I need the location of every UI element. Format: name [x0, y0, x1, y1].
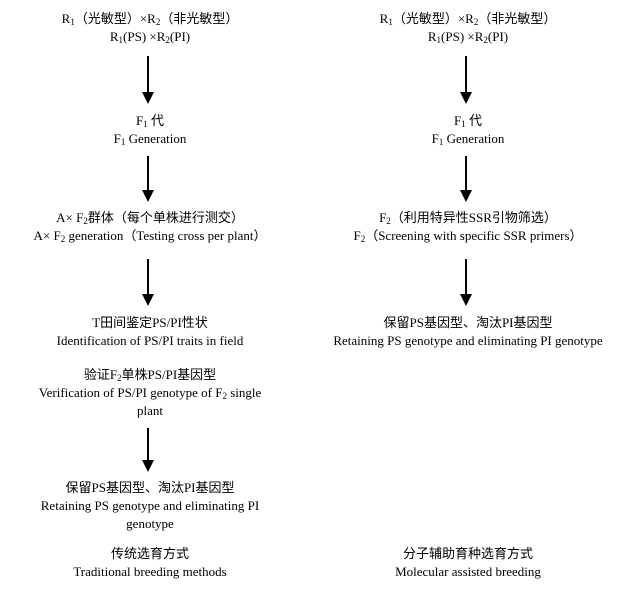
right-cross-node: R1（光敏型）×R2（非光敏型） R1(PS) ×R2(PI): [358, 10, 578, 46]
right-arrow-3: [460, 259, 472, 306]
left-f1-node: F1 代 F1 Generation: [50, 112, 250, 148]
right-f1-cn: F1 代: [454, 113, 482, 129]
right-retain-en: Retaining PS genotype and eliminating PI…: [333, 333, 603, 348]
left-field-node: T田间鉴定PS/PI性状 Identification of PS/PI tra…: [30, 314, 270, 350]
left-f1-cn: F1 代: [136, 113, 164, 129]
left-arrow-1: [142, 56, 154, 104]
left-f2-cn: A× F2群体（每个单株进行测交）: [56, 210, 244, 226]
left-retain-node: 保留PS基因型、淘汰PI基因型 Retaining PS genotype an…: [10, 479, 290, 533]
left-method-node: 传统选育方式 Traditional breeding methods: [40, 545, 260, 581]
left-verify-cn: 验证F2单株PS/PI基因型: [83, 367, 217, 383]
left-method-cn: 传统选育方式: [110, 546, 189, 561]
right-retain-cn: 保留PS基因型、淘汰PI基因型: [383, 315, 553, 330]
right-method-node: 分子辅助育种选育方式 Molecular assisted breeding: [358, 545, 578, 581]
right-method-cn: 分子辅助育种选育方式: [402, 546, 533, 561]
right-f1-node: F1 代 F1 Generation: [368, 112, 568, 148]
left-retain-cn: 保留PS基因型、淘汰PI基因型: [65, 480, 235, 495]
right-retain-node: 保留PS基因型、淘汰PI基因型 Retaining PS genotype an…: [301, 314, 635, 350]
right-arrow-2: [460, 156, 472, 202]
left-retain-en-line1: Retaining PS genotype and eliminating PI: [40, 498, 260, 513]
left-cross-en: R1(PS) ×R2(PI): [109, 29, 191, 45]
left-cross-node: R1（光敏型）×R2（非光敏型） R1(PS) ×R2(PI): [40, 10, 260, 46]
left-field-en: Identification of PS/PI traits in field: [56, 333, 244, 348]
left-verify-en-line1: Verification of PS/PI genotype of F2 sin…: [38, 385, 262, 401]
right-cross-en: R1(PS) ×R2(PI): [427, 29, 509, 45]
left-verify-en-line2: plant: [137, 403, 163, 418]
left-f1-en: F1 Generation: [113, 131, 187, 147]
left-verify-node: 验证F2单株PS/PI基因型 Verification of PS/PI gen…: [10, 366, 290, 420]
right-f2-en: F2（Screening with specific SSR primers）: [353, 228, 583, 244]
right-f2-node: F2（利用特异性SSR引物筛选） F2（Screening with speci…: [318, 209, 618, 245]
right-cross-cn: R1（光敏型）×R2（非光敏型）: [379, 11, 557, 27]
right-f2-cn: F2（利用特异性SSR引物筛选）: [379, 210, 557, 226]
left-field-cn: T田间鉴定PS/PI性状: [92, 315, 208, 330]
left-arrow-3: [142, 259, 154, 306]
right-method-en: Molecular assisted breeding: [395, 564, 541, 579]
left-f2-node: A× F2群体（每个单株进行测交） A× F2 generation（Testi…: [0, 209, 300, 245]
left-method-en: Traditional breeding methods: [73, 564, 227, 579]
left-f2-en: A× F2 generation（Testing cross per plant…: [33, 228, 267, 244]
right-arrow-1: [460, 56, 472, 104]
right-f1-en: F1 Generation: [431, 131, 505, 147]
left-retain-en-line2: genotype: [126, 516, 174, 531]
left-arrow-2: [142, 156, 154, 202]
left-arrow-4: [142, 428, 154, 472]
left-cross-cn: R1（光敏型）×R2（非光敏型）: [61, 11, 239, 27]
